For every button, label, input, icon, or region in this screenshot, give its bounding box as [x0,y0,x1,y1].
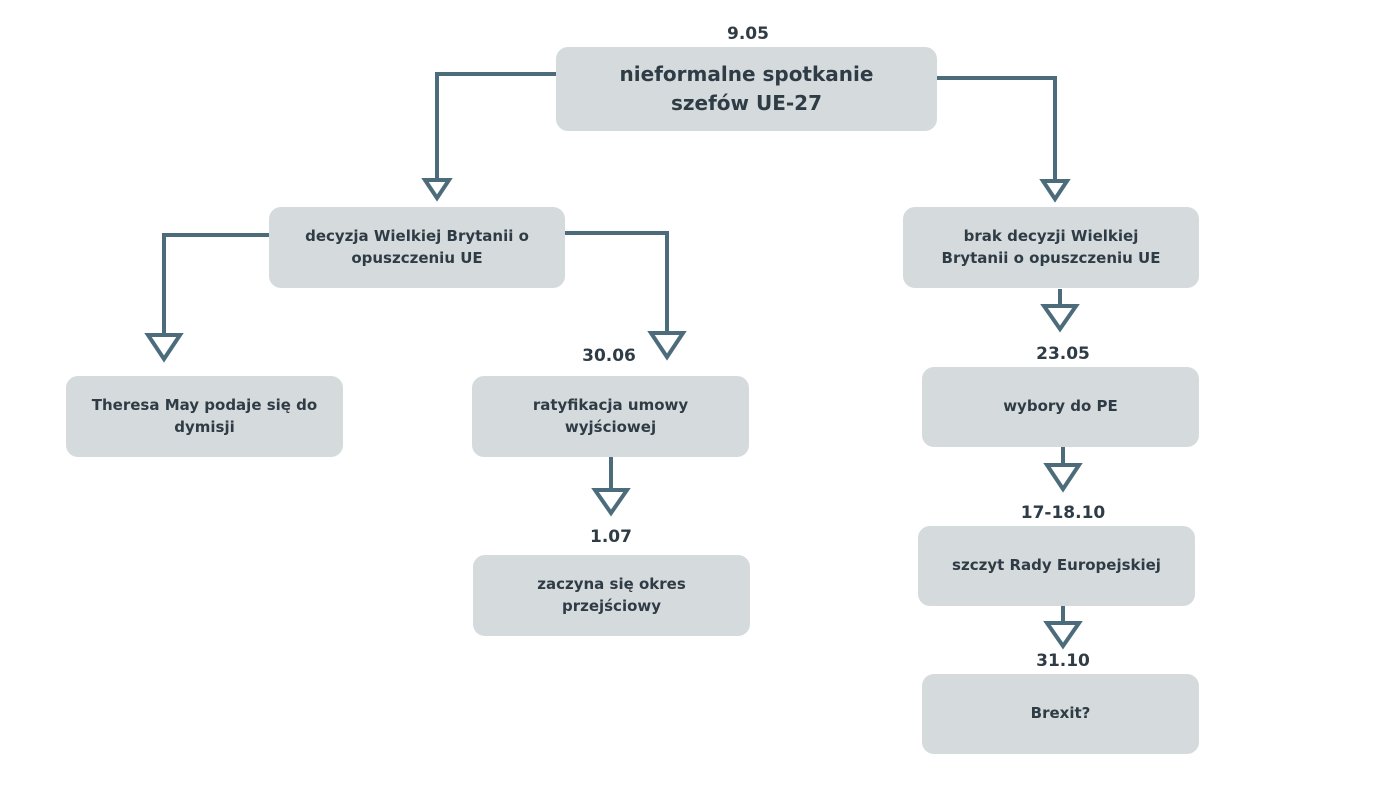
node-may: Theresa May podaje się do dymisji [66,376,343,457]
node-may-line1: Theresa May podaje się do [91,395,318,414]
arrow-to-decyzja [421,178,453,202]
connector-decyzja-to-may [162,233,269,333]
arrow-to-szczyt [1043,463,1083,493]
date-label-wybory: 23.05 [1036,344,1090,364]
node-brexit-line1: Brexit? [1030,704,1091,723]
node-ratyfikacja: ratyfikacja umowy wyjściowej [472,376,749,457]
node-decyzja: decyzja Wielkiej Brytanii o opuszczeniu … [269,207,565,288]
connector-root-to-brak-decyzji [937,76,1057,181]
arrow-to-wybory [1040,304,1080,333]
node-ratyfikacja-line1: ratyfikacja umowy [532,395,689,414]
connector-decyzja-to-ratyfikacja [565,231,669,333]
node-decyzja-line1: decyzja Wielkiej Brytanii o [305,226,529,245]
node-okres: zaczyna się okres przejściowy [473,555,750,636]
node-wybory-line1: wybory do PE [1003,397,1118,416]
arrow-to-may [144,333,184,363]
node-brak-decyzji-line1: brak decyzji Wielkiej [963,226,1139,245]
node-okres-line2: przejściowy [561,596,662,615]
date-label-root: 9.05 [727,24,769,44]
node-wybory: wybory do PE [922,367,1199,447]
arrow-to-brak-decyzji [1039,179,1071,203]
arrow-to-brexit [1043,621,1083,650]
date-label-ratyfikacja: 30.06 [582,346,636,366]
arrow-to-ratyfikacja [647,331,687,361]
date-label-brexit: 31.10 [1036,651,1090,671]
node-okres-line1: zaczyna się okres [537,574,686,593]
node-root-line1: nieformalne spotkanie [619,62,874,86]
node-brak-decyzji-line2: Brytanii o opuszczeniu UE [941,248,1161,267]
date-label-szczyt: 17-18.10 [1020,503,1106,523]
date-label-okres: 1.07 [590,527,632,547]
arrow-to-okres [591,488,631,517]
node-root-line2: szefów UE-27 [670,91,823,115]
node-brexit: Brexit? [922,674,1199,754]
node-decyzja-line2: opuszczeniu UE [351,248,483,267]
node-root: nieformalne spotkanie szefów UE-27 [556,47,937,131]
connector-root-to-decyzja [435,72,557,180]
node-szczyt: szczyt Rady Europejskiej [918,526,1195,606]
node-ratyfikacja-line2: wyjściowej [564,417,657,436]
node-szczyt-line1: szczyt Rady Europejskiej [952,556,1161,575]
node-brak-decyzji: brak decyzji Wielkiej Brytanii o opuszcz… [903,207,1199,288]
node-may-line2: dymisji [174,417,235,436]
